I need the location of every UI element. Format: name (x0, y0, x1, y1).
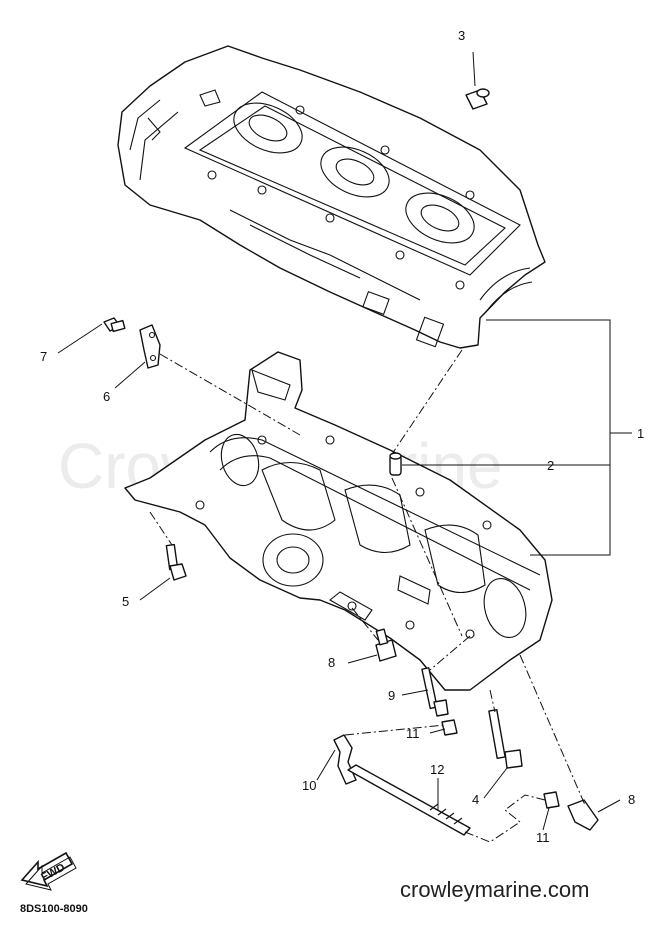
callout-11-lower: 11 (536, 830, 550, 845)
callout-5: 5 (122, 594, 129, 609)
callout-8-upper: 8 (328, 655, 335, 670)
leader-lines (57, 51, 621, 831)
part-6-bracket (139, 324, 161, 369)
part-5-bolt (165, 543, 187, 581)
part-3-dowel-pin (465, 88, 490, 110)
upper-crankcase (117, 45, 546, 349)
lower-crankcase (124, 351, 553, 691)
callout-numbers: 3 1 2 7 6 5 8 9 11 10 12 4 11 8 (40, 28, 644, 845)
part-9-long-bolt (421, 667, 449, 717)
part-8-bolt-lower (567, 799, 599, 831)
part-11-nut-upper (441, 719, 458, 736)
part-10-pipe-fitting (333, 734, 357, 785)
fwd-label: FWD (39, 861, 67, 883)
alignment-dash-lines (149, 349, 586, 843)
callout-4: 4 (472, 792, 479, 807)
part-8-bolt-upper (375, 628, 397, 662)
callout-9: 9 (388, 688, 395, 703)
part-7-bolt (103, 317, 126, 333)
callout-3: 3 (458, 28, 465, 43)
callout-2: 2 (547, 458, 554, 473)
website-label: crowleymarine.com (400, 877, 590, 902)
callout-6: 6 (103, 389, 110, 404)
callout-8-lower: 8 (628, 792, 635, 807)
part-2-dowel-pin (389, 452, 402, 476)
callout-bracket (402, 319, 632, 556)
diagram-code: 8DS100-8090 (20, 903, 88, 915)
part-4-long-bolt (488, 708, 523, 769)
callout-7: 7 (40, 349, 47, 364)
part-12-stud (347, 764, 471, 836)
fwd-arrow-icon: FWD (20, 851, 77, 891)
callout-12: 12 (430, 762, 444, 777)
callout-10: 10 (302, 778, 316, 793)
part-11-nut-lower (543, 791, 560, 809)
callout-11-upper: 11 (406, 726, 420, 741)
callout-1: 1 (637, 426, 644, 441)
